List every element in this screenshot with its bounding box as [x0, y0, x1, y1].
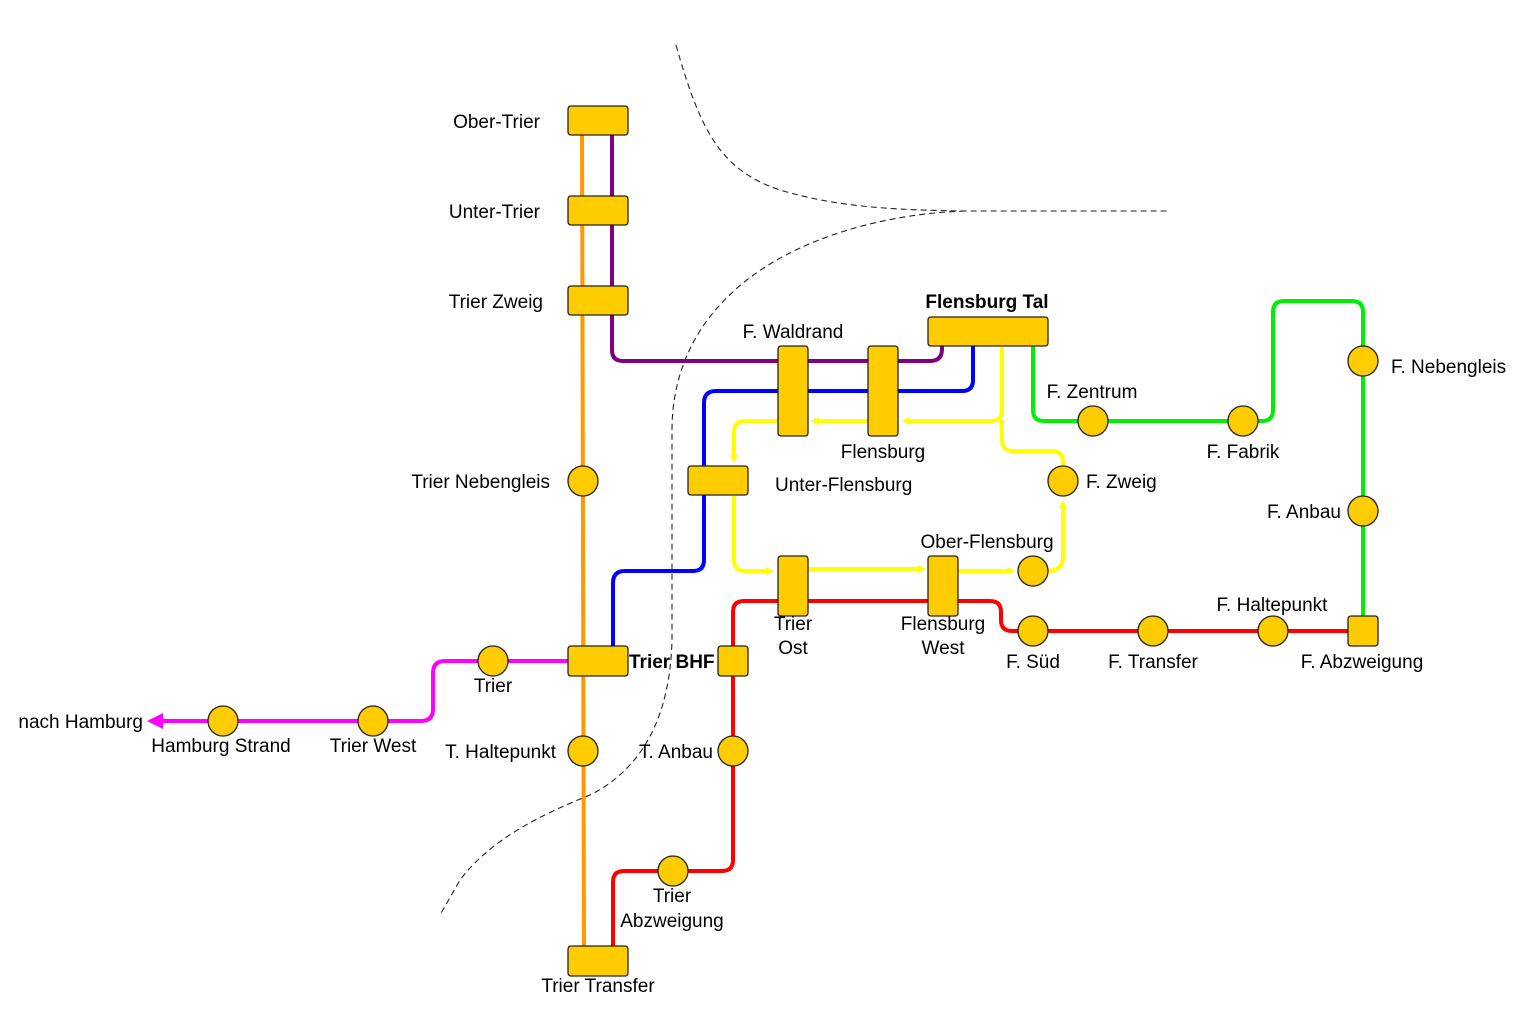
station-ober-flensburg[interactable] — [1017, 555, 1049, 587]
station-f-fabrik[interactable] — [1227, 405, 1259, 437]
line-magenta — [160, 659, 583, 723]
station-flensburg[interactable] — [867, 345, 899, 437]
line-green — [1031, 299, 1365, 631]
label-f-sued: F. Süd — [1006, 652, 1060, 673]
boundary-dashed-lower — [439, 210, 966, 916]
label-trier-zweig: Trier Zweig — [449, 292, 543, 313]
label-trier: Trier — [474, 676, 513, 697]
station-trier-bhf[interactable] — [567, 645, 629, 677]
station-hamburg-strand[interactable] — [207, 705, 239, 737]
label-trier-abzweigung-1: Trier — [653, 886, 692, 907]
station-f-haltepunkt[interactable] — [1257, 615, 1289, 647]
station-unter-flensburg[interactable] — [687, 465, 749, 496]
label-ober-flensburg: Ober-Flensburg — [920, 532, 1053, 553]
station-trier-transfer[interactable] — [567, 945, 629, 977]
label-t-haltepunkt: T. Haltepunkt — [445, 742, 557, 763]
station-trier[interactable] — [477, 645, 509, 677]
label-f-haltepunkt: F. Haltepunkt — [1217, 595, 1329, 616]
line-yellow-unterflensburg-trierost — [732, 496, 774, 575]
line-yellow-main — [902, 332, 1004, 425]
label-ober-trier: Ober-Trier — [453, 112, 541, 133]
label-trier-ost-2: Ost — [778, 638, 808, 659]
label-flensburg: Flensburg — [841, 442, 926, 463]
station-f-anbau[interactable] — [1347, 495, 1379, 527]
station-f-abzweigung[interactable] — [1347, 615, 1379, 647]
label-flensburg-west-2: West — [922, 638, 966, 659]
label-t-anbau: T. Anbau — [639, 742, 713, 763]
station-trier-west[interactable] — [357, 705, 389, 737]
station-flensburg-tal[interactable] — [927, 316, 1049, 347]
station-f-sued[interactable] — [1017, 615, 1049, 647]
label-f-abzweigung: F. Abzweigung — [1301, 652, 1424, 673]
station-ober-trier[interactable] — [567, 105, 629, 136]
station-f-zweig[interactable] — [1047, 465, 1079, 497]
station-f-waldrand[interactable] — [777, 345, 809, 437]
station-t-haltepunkt[interactable] — [567, 735, 599, 767]
label-trier-ost-1: Trier — [774, 614, 813, 635]
station-trier-zweig[interactable] — [567, 285, 629, 316]
label-hamburg-strand: Hamburg Strand — [151, 736, 290, 757]
station-f-transfer[interactable] — [1137, 615, 1169, 647]
label-f-nebengleis: F. Nebengleis — [1391, 357, 1506, 378]
line-red — [611, 599, 1363, 961]
label-f-transfer: F. Transfer — [1108, 652, 1198, 673]
label-f-waldrand: F. Waldrand — [743, 322, 844, 343]
line-orange — [580, 120, 586, 962]
label-trier-transfer: Trier Transfer — [541, 976, 655, 997]
line-yellow-oberflensburg-fzweig — [1047, 500, 1067, 573]
label-nach-hamburg: nach Hamburg — [18, 712, 143, 733]
label-unter-flensburg: Unter-Flensburg — [775, 475, 912, 496]
line-yellow-fzweig-tal — [1000, 420, 1065, 465]
label-f-zentrum: F. Zentrum — [1047, 382, 1138, 403]
label-unter-trier: Unter-Trier — [449, 202, 541, 223]
label-flensburg-tal: Flensburg Tal — [925, 292, 1048, 313]
station-flensburg-west[interactable] — [927, 555, 959, 617]
label-trier-west: Trier West — [330, 736, 417, 757]
station-unter-trier[interactable] — [567, 195, 629, 226]
label-flensburg-west-1: Flensburg — [901, 614, 986, 635]
station-f-zentrum[interactable] — [1077, 405, 1109, 437]
station-trier-nebengleis[interactable] — [567, 465, 599, 497]
label-f-anbau: F. Anbau — [1267, 502, 1341, 523]
boundary-dashed-upper — [675, 44, 1168, 212]
station-f-nebengleis[interactable] — [1347, 345, 1379, 377]
line-yellow-waldrand-unterflensburg — [730, 419, 779, 463]
station-t-anbau[interactable] — [717, 735, 749, 767]
label-trier-bhf: Trier BHF — [629, 652, 715, 673]
label-trier-abzweigung-2: Abzweigung — [620, 911, 724, 932]
station-trier-bhf-red[interactable] — [717, 645, 749, 677]
line-purple — [610, 121, 944, 363]
label-f-fabrik: F. Fabrik — [1207, 442, 1280, 463]
station-trier-ost[interactable] — [777, 555, 809, 617]
label-trier-nebengleis: Trier Nebengleis — [411, 472, 550, 493]
label-f-zweig: F. Zweig — [1086, 472, 1157, 493]
station-trier-abzweigung[interactable] — [657, 855, 689, 887]
arrow-nach-hamburg-icon — [147, 713, 163, 729]
